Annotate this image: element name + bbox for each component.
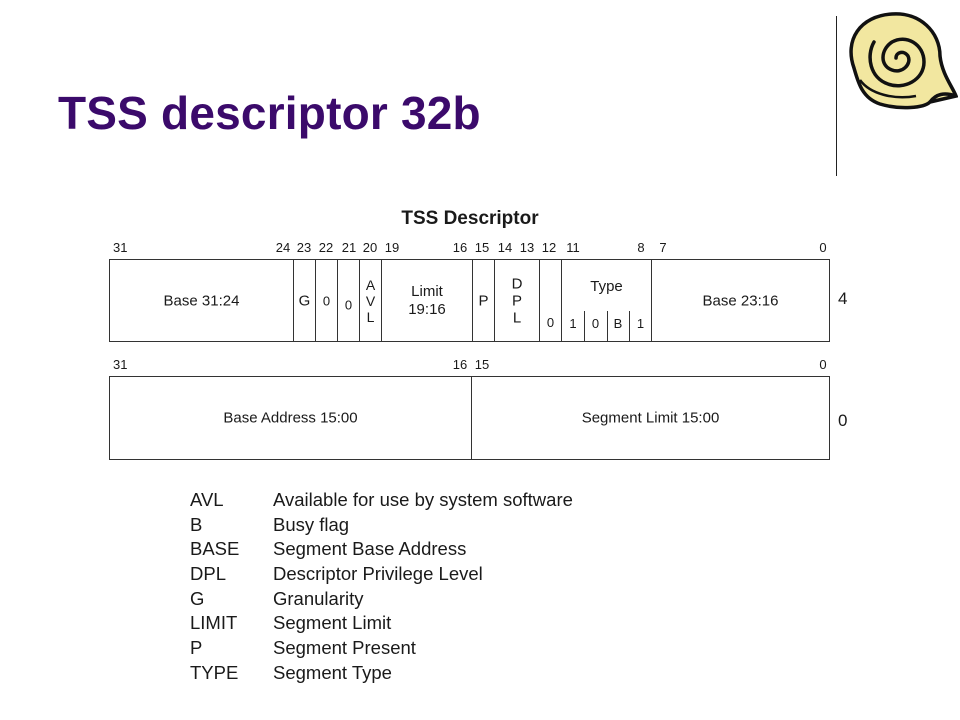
- field-label-stack: D P L: [495, 275, 539, 326]
- field-label: 19:16: [408, 300, 446, 318]
- field-label: 0: [322, 293, 331, 308]
- field-type: Type 1 0 B 1: [562, 260, 652, 341]
- field-label: Segment Limit 15:00: [581, 409, 720, 427]
- field-avl: A V L: [360, 260, 382, 341]
- vertical-divider: [836, 16, 837, 176]
- field-label: Base 31:24: [163, 292, 240, 309]
- row-index: 0: [838, 411, 848, 430]
- legend-desc: Available for use by system software: [273, 489, 573, 510]
- type-bit: 1: [636, 316, 645, 331]
- field-label: V: [365, 292, 376, 309]
- field-reserved-12: 0: [540, 260, 562, 341]
- legend-abbr: DPL: [190, 563, 226, 585]
- field-label-stack: A V L: [360, 277, 381, 325]
- field-label: Type: [590, 278, 623, 295]
- field-label: P: [478, 292, 489, 309]
- legend-abbr: G: [190, 587, 205, 609]
- field-dpl: D P L: [495, 260, 540, 341]
- legend-desc: Granularity: [273, 587, 364, 609]
- field-label: P: [511, 292, 522, 309]
- type-divider: [584, 311, 585, 341]
- field-label: Base 23:16: [702, 292, 779, 309]
- field-label: L: [512, 309, 522, 326]
- legend-desc: Busy flag: [273, 513, 350, 535]
- bit-label: 12: [541, 240, 557, 255]
- field-label: D: [511, 275, 523, 292]
- bit-label: 19: [384, 240, 400, 255]
- bit-label: 31: [113, 240, 128, 255]
- field-base-address: Base Address 15:00: [110, 377, 472, 459]
- type-bit: B: [613, 316, 623, 331]
- legend-desc: Segment Limit: [273, 612, 392, 634]
- type-bit: 1: [569, 316, 577, 331]
- bit-label: 0: [819, 240, 827, 255]
- field-base-31-24: Base 31:24: [110, 260, 294, 341]
- field-p: P: [473, 260, 495, 341]
- slide-title: TSS descriptor 32b: [58, 87, 481, 139]
- bit-label: 15: [474, 240, 490, 255]
- field-reserved-22: 0: [316, 260, 338, 341]
- legend-desc: Segment Base Address: [273, 538, 467, 560]
- field-segment-limit: Segment Limit 15:00: [472, 377, 829, 459]
- field-label: L: [366, 308, 375, 325]
- field-label-stack: Limit 19:16: [382, 283, 472, 319]
- bit-label: 24: [275, 240, 291, 255]
- bit-label: 16: [452, 240, 468, 255]
- bit-label: 8: [637, 240, 645, 255]
- field-g: G: [294, 260, 316, 341]
- bit-label: 31: [113, 357, 128, 372]
- bit-label: 21: [341, 240, 357, 255]
- bit-label: 20: [362, 240, 378, 255]
- bit-label: 7: [659, 240, 667, 255]
- legend-abbr: B: [190, 513, 203, 535]
- field-reserved-21: 0: [338, 260, 360, 341]
- bit-label: 14: [497, 240, 513, 255]
- legend-abbr: AVL: [190, 489, 224, 510]
- legend-abbr: TYPE: [190, 661, 239, 683]
- bit-label: 15: [474, 357, 490, 372]
- field-limit-19-16: Limit 19:16: [382, 260, 473, 341]
- diagram-title: TSS Descriptor: [401, 208, 539, 229]
- bit-label: 0: [819, 357, 827, 372]
- scroll-icon: [849, 12, 958, 110]
- high-word-frame: Base 31:24 G 0 0 A V L Limit 19:16 P D P…: [109, 259, 830, 342]
- field-base-23-16: Base 23:16: [652, 260, 829, 341]
- low-word-frame: Base Address 15:00 Segment Limit 15:00: [109, 376, 830, 460]
- legend-desc: Segment Type: [273, 661, 392, 683]
- bit-label: 22: [318, 240, 334, 255]
- field-label: 0: [546, 315, 555, 330]
- bit-label: 13: [519, 240, 535, 255]
- field-label: 0: [344, 297, 353, 313]
- legend-abbr: BASE: [190, 538, 240, 560]
- legend-abbr: LIMIT: [190, 612, 238, 634]
- bit-label: 23: [296, 240, 312, 255]
- type-divider: [607, 311, 608, 341]
- legend-abbr: P: [190, 637, 203, 659]
- bit-label: 11: [566, 240, 580, 255]
- legend-desc: Segment Present: [273, 637, 416, 659]
- field-label: A: [365, 276, 376, 293]
- field-label: Limit: [411, 282, 443, 300]
- field-label: G: [298, 292, 311, 309]
- type-bit: 0: [591, 316, 600, 331]
- row-index: 4: [838, 289, 848, 308]
- field-label: Base Address 15:00: [223, 409, 358, 427]
- type-divider: [629, 311, 630, 341]
- legend-desc: Descriptor Privilege Level: [273, 563, 483, 585]
- bit-label: 16: [452, 357, 468, 372]
